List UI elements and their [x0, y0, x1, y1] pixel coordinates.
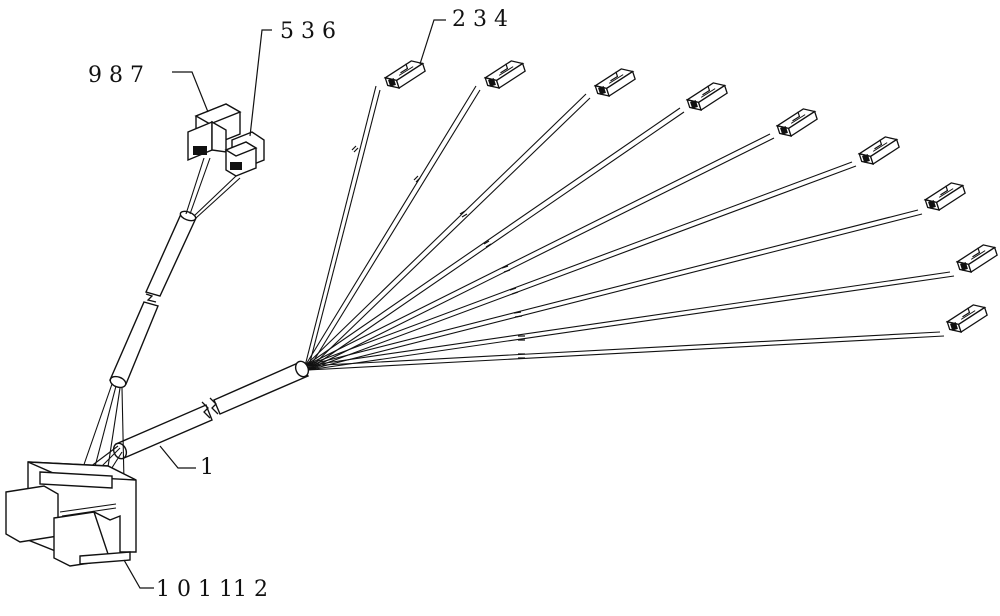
connector-987: [187, 103, 242, 162]
connector-536: [224, 131, 265, 177]
terminal-connector: [923, 182, 966, 212]
label-536: 5 3 6: [280, 19, 336, 44]
label-trunk: 1: [200, 455, 214, 480]
terminal-connector: [593, 68, 636, 98]
terminal-connector: [955, 244, 998, 274]
terminal-connector: [945, 304, 988, 334]
branch-wires: [304, 85, 955, 371]
terminal-connector: [775, 108, 818, 138]
label-987: 9 8 7: [88, 63, 144, 88]
leader-lines: [123, 19, 446, 589]
base-connector-assembly: [5, 461, 137, 567]
main-trunk: [112, 360, 310, 460]
label-base: 1 0 1 11 2: [156, 577, 268, 602]
terminal-connector: [685, 82, 728, 112]
secondary-branch-cable: [79, 157, 241, 483]
terminal-connector: [383, 60, 426, 90]
label-234: 2 3 4: [452, 7, 508, 32]
branch-break-marks: [351, 145, 525, 359]
terminal-connectors: [383, 60, 998, 334]
terminal-connector: [857, 136, 900, 166]
terminal-connector: [483, 60, 526, 90]
